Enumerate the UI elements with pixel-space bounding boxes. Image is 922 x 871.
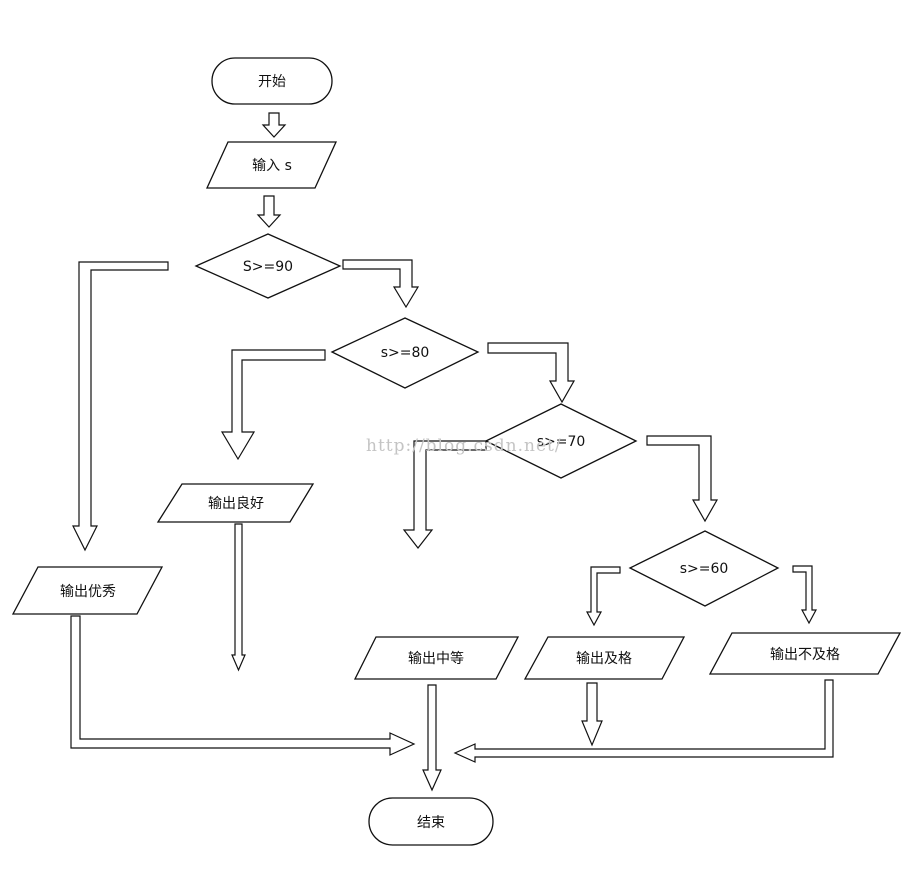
arrow-excellent-to-end [70, 615, 416, 756]
arrow-cond60-to-pass [585, 566, 621, 627]
arrow-good-down [231, 523, 246, 672]
output-pass [523, 636, 686, 680]
start-terminal [211, 57, 333, 105]
arrow-cond90-to-cond80 [342, 259, 420, 309]
arrow-medium-to-end [422, 684, 442, 792]
output-good [156, 483, 315, 523]
cond80-label: s>=80 [381, 345, 430, 361]
arrow-cond80-to-cond70 [487, 342, 576, 404]
decision-cond60 [628, 530, 780, 607]
arrow-cond90-to-excellent [72, 261, 169, 552]
output-excellent [11, 566, 164, 615]
medium-label: 输出中等 [408, 650, 464, 667]
arrow-pass-down [581, 682, 603, 747]
arrow-cond80-to-good [220, 349, 326, 461]
decision-cond70 [484, 403, 638, 479]
output-medium [353, 636, 520, 680]
input-parallelogram [205, 141, 338, 189]
pass-label: 输出及格 [576, 651, 632, 667]
decision-cond90 [194, 233, 342, 299]
excellent-label: 输出优秀 [60, 584, 116, 600]
cond90-label: S>=90 [243, 259, 293, 275]
arrow-cond60-to-fail [792, 565, 818, 625]
input-label: 输入 s [252, 158, 292, 174]
good-label: 输出良好 [208, 496, 264, 512]
arrow-input-to-cond90 [256, 195, 282, 228]
cond70-label: s>=70 [537, 434, 586, 450]
decision-cond80 [330, 317, 480, 389]
start-label: 开始 [258, 74, 286, 90]
cond60-label: s>=60 [680, 561, 729, 577]
watermark-text: http://blog.csdn.net/ [366, 436, 562, 456]
arrow-fail-to-end [453, 679, 834, 763]
arrow-start-to-input [261, 112, 287, 138]
arrow-cond70-to-cond60 [646, 435, 719, 523]
arrow-cond70-to-medium [402, 440, 487, 549]
end-label: 结束 [417, 815, 445, 831]
end-terminal [368, 797, 494, 846]
fail-label: 输出不及格 [770, 647, 840, 663]
output-fail [708, 632, 902, 675]
